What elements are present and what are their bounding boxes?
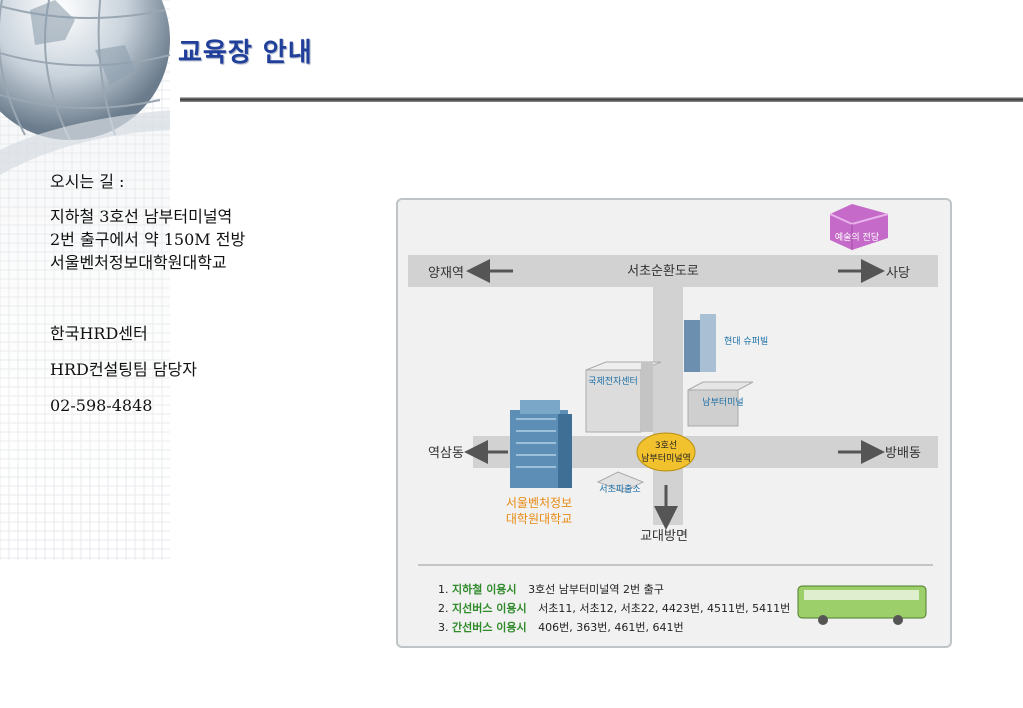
globe-background (0, 0, 171, 560)
directions-label: 오시는 길 : (50, 172, 125, 191)
legend-detail: 서초11, 서초12, 서초22, 4423번, 4511번, 5411번 (538, 602, 791, 615)
legend-num: 3. (438, 621, 449, 634)
directions-line-1: 지하철 3호선 남부터미널역 (50, 207, 233, 226)
legend-num: 2. (438, 602, 449, 615)
label-terminal: 남부터미널 (702, 397, 743, 408)
legend-label: 간선버스 이용시 (452, 621, 527, 634)
location-map: 서초순환도로 양재역 사당 역삼동 방배동 교대방면 예술의 전당 현대 슈퍼빌… (396, 198, 952, 648)
org-name: 한국HRD센터 (50, 324, 148, 343)
bus-icon (797, 585, 927, 625)
label-police: 서초파출소 (599, 484, 640, 495)
directions-line-2: 2번 출구에서 약 150M 전방 (50, 230, 246, 249)
legend-detail: 3호선 남부터미널역 2번 출구 (528, 583, 664, 596)
team-name: HRD컨설팅팀 담당자 (50, 360, 197, 379)
university-building (510, 400, 572, 488)
vertical-road (653, 255, 683, 525)
legend-detail: 406번, 363번, 461번, 641번 (538, 621, 684, 634)
slide-title: 교육장 안내 (178, 38, 313, 68)
legend-item-subway: 1. 지하철 이용시 3호선 남부터미널역 2번 출구 (438, 581, 664, 597)
label-bangbae: 방배동 (885, 446, 921, 461)
arts-center-building (829, 204, 889, 250)
legend-num: 1. (438, 583, 449, 596)
label-top-road: 서초순환도로 (627, 264, 699, 279)
label-electronics: 국제전자센터 (588, 376, 638, 387)
hyundai-building (684, 314, 716, 372)
police-box (596, 471, 645, 493)
label-station-2: 남부터미널역 (641, 453, 691, 464)
legend-label: 지선버스 이용시 (452, 602, 527, 615)
map-canvas: 서초순환도로 양재역 사당 역삼동 방배동 교대방면 예술의 전당 현대 슈퍼빌… (408, 204, 938, 625)
globe-icon (0, 0, 171, 141)
label-station-1: 3호선 (655, 440, 677, 451)
label-arts-center: 예술의 전당 (835, 232, 879, 243)
directions-line-3: 서울벤처정보대학원대학교 (50, 253, 227, 272)
label-gyodae: 교대방면 (640, 529, 688, 544)
label-sadang: 사당 (886, 266, 910, 281)
phone-number: 02-598-4848 (50, 396, 153, 415)
title-divider (180, 97, 1023, 102)
label-university-1: 서울벤처정보 (506, 496, 572, 510)
legend-label: 지하철 이용시 (452, 583, 517, 596)
label-university-2: 대학원대학교 (506, 512, 572, 526)
station-marker (636, 432, 696, 472)
legend-item-branch-bus: 2. 지선버스 이용시 서초11, 서초12, 서초22, 4423번, 451… (438, 600, 790, 616)
label-hyundai: 현대 슈퍼빌 (724, 336, 768, 347)
label-yeoksam: 역삼동 (428, 446, 464, 461)
electronics-center-building (585, 361, 662, 433)
terminal-building (687, 381, 754, 427)
legend-item-trunk-bus: 3. 간선버스 이용시 406번, 363번, 461번, 641번 (438, 619, 684, 635)
label-yangjae: 양재역 (428, 266, 464, 281)
